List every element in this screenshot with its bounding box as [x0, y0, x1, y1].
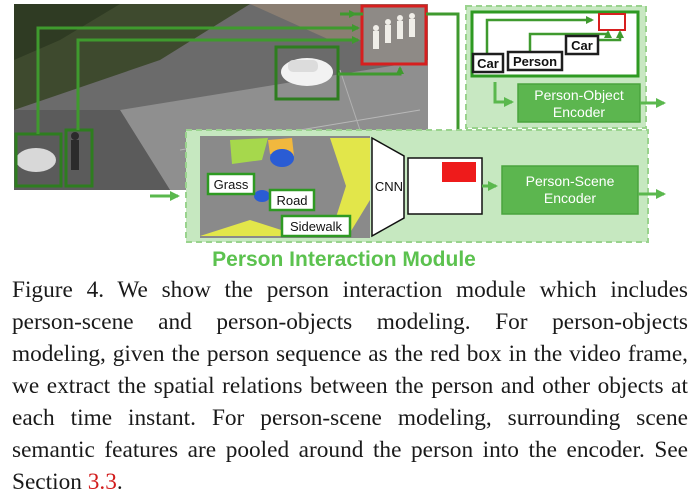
- svg-text:Car: Car: [477, 56, 499, 71]
- person-target-box: [598, 13, 626, 31]
- person-sequence: [360, 4, 428, 66]
- scene-label-sidewalk: Sidewalk: [280, 214, 352, 238]
- object-label-car-2: Car: [564, 34, 600, 56]
- scene-label-road: Road: [268, 188, 316, 212]
- object-label-person: Person: [506, 50, 564, 72]
- object-label-car-1: Car: [471, 52, 505, 74]
- svg-text:Car: Car: [571, 38, 593, 53]
- figure-caption: Figure 4. We show the person interaction…: [12, 274, 688, 498]
- caption-text: Figure 4. We show the person interaction…: [12, 277, 688, 495]
- svg-text:Sidewalk: Sidewalk: [290, 219, 343, 234]
- svg-text:Road: Road: [276, 193, 307, 208]
- section-ref-link[interactable]: 3.3: [87, 469, 117, 495]
- svg-text:Grass: Grass: [214, 177, 249, 192]
- module-title: Person Interaction Module: [212, 248, 476, 271]
- svg-text:CNN: CNN: [375, 179, 403, 194]
- svg-text:Person: Person: [513, 54, 557, 69]
- cnn-block: CNN: [371, 136, 405, 238]
- scene-label-grass: Grass: [206, 172, 256, 196]
- feature-map: [407, 157, 483, 215]
- caption-end: .: [116, 469, 123, 495]
